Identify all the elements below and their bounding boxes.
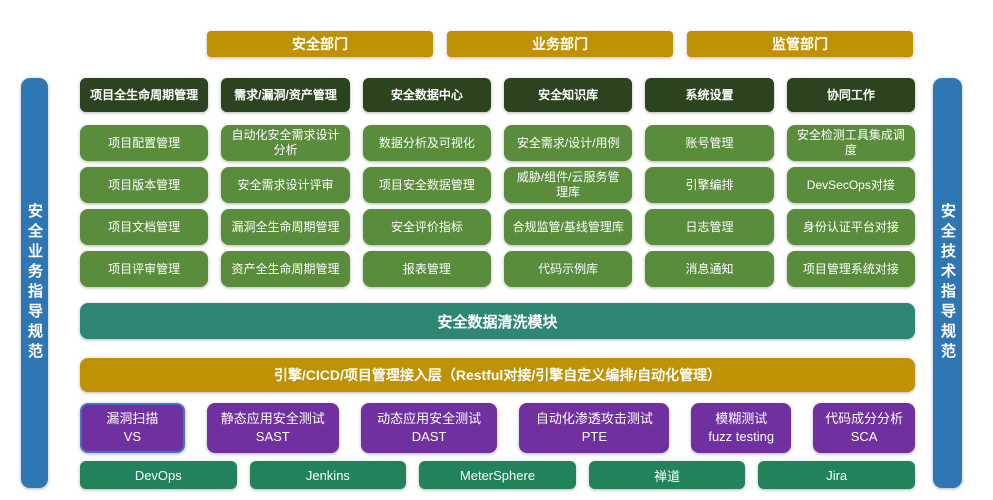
tool-jira: Jira — [758, 461, 915, 489]
header-security-data-center: 安全数据中心 — [362, 78, 491, 112]
engine-name: 动态应用安全测试 — [377, 411, 482, 427]
module-cell: 自动化安全需求设计分析 — [221, 125, 350, 161]
engine-row: 漏洞扫描 VS 静态应用安全测试 SAST 动态应用安全测试 DAST 自动化渗… — [80, 403, 915, 453]
dept-security: 安全部门 — [207, 31, 433, 57]
engine-name: 静态应用安全测试 — [220, 411, 325, 427]
rail-security-business-guideline: 安全业务指导规范 — [21, 78, 48, 488]
module-cell: 威胁/组件/云服务管理库 — [503, 167, 633, 203]
module-cell: 账号管理 — [645, 125, 774, 161]
engine-vulnerability-scan: 漏洞扫描 VS — [80, 403, 185, 453]
module-cell: 合规监管/基线管理库 — [503, 209, 633, 245]
module-cell: 项目评审管理 — [80, 251, 209, 287]
module-cell: 消息通知 — [645, 251, 774, 287]
header-system-settings: 系统设置 — [645, 78, 774, 112]
engine-name: 自动化渗透攻击测试 — [535, 411, 653, 427]
module-header-row: 项目全生命周期管理 需求/漏洞/资产管理 安全数据中心 安全知识库 系统设置 协… — [80, 78, 915, 112]
rail-security-technology-guideline: 安全技术指导规范 — [933, 78, 962, 488]
data-cleaning-module-bar: 安全数据清洗模块 — [80, 303, 915, 339]
engine-sast: 静态应用安全测试 SAST — [206, 403, 339, 453]
platform-content: 项目全生命周期管理 需求/漏洞/资产管理 安全数据中心 安全知识库 系统设置 协… — [80, 78, 915, 489]
engine-abbr: PTE — [581, 429, 608, 444]
module-cell: 安全需求/设计/用例 — [503, 125, 633, 161]
module-cell: 资产全生命周期管理 — [221, 251, 350, 287]
module-cell: 身份认证平台对接 — [786, 209, 915, 245]
tool-row: DevOps Jenkins MeterSphere 禅道 Jira — [80, 461, 915, 489]
tool-zentao: 禅道 — [588, 461, 746, 489]
tool-metersphere: MeterSphere — [419, 461, 576, 489]
engine-abbr: SAST — [255, 429, 290, 444]
engine-abbr: SCA — [850, 429, 878, 444]
module-cell: 项目配置管理 — [80, 125, 209, 161]
module-grid: 项目配置管理 自动化安全需求设计分析 数据分析及可视化 安全需求/设计/用例 账… — [80, 125, 915, 287]
engine-pte: 自动化渗透攻击测试 PTE — [519, 403, 670, 453]
engine-name: 模糊测试 — [715, 411, 768, 427]
dept-regulatory: 监管部门 — [687, 31, 913, 57]
module-cell: 日志管理 — [645, 209, 774, 245]
engine-dast: 动态应用安全测试 DAST — [360, 403, 498, 453]
module-cell: 项目安全数据管理 — [362, 167, 491, 203]
module-cell: 数据分析及可视化 — [362, 125, 491, 161]
tool-devops: DevOps — [80, 461, 237, 489]
header-req-vuln-asset: 需求/漏洞/资产管理 — [221, 78, 350, 112]
module-cell: 报表管理 — [362, 251, 491, 287]
module-cell: DevSecOps对接 — [786, 167, 915, 203]
tool-jenkins: Jenkins — [249, 461, 407, 489]
header-project-lifecycle: 项目全生命周期管理 — [80, 78, 209, 112]
engine-name: 代码成分分析 — [825, 411, 904, 427]
engine-fuzz-testing: 模糊测试 fuzz testing — [691, 403, 792, 453]
module-cell: 安全检测工具集成调度 — [786, 125, 915, 161]
department-row: 安全部门 业务部门 监管部门 — [207, 31, 913, 57]
engine-access-layer-bar: 引擎/CICD/项目管理接入层（Restful对接/引擎自定义编排/自动化管理） — [80, 358, 915, 392]
engine-name: 漏洞扫描 — [106, 411, 159, 427]
engine-abbr: DAST — [411, 429, 447, 444]
module-cell: 代码示例库 — [503, 251, 633, 287]
header-collaboration: 协同工作 — [786, 78, 915, 112]
header-security-knowledge-base: 安全知识库 — [503, 78, 633, 112]
module-cell: 安全需求设计评审 — [221, 167, 350, 203]
module-cell: 项目版本管理 — [80, 167, 209, 203]
module-cell: 项目管理系统对接 — [786, 251, 915, 287]
dept-business: 业务部门 — [447, 31, 673, 57]
module-cell: 安全评价指标 — [362, 209, 491, 245]
engine-abbr: VS — [123, 429, 142, 444]
module-cell: 项目文档管理 — [80, 209, 209, 245]
module-cell: 引擎编排 — [645, 167, 774, 203]
engine-sca: 代码成分分析 SCA — [813, 403, 915, 453]
module-cell: 漏洞全生命周期管理 — [221, 209, 350, 245]
engine-abbr: fuzz testing — [708, 429, 775, 444]
